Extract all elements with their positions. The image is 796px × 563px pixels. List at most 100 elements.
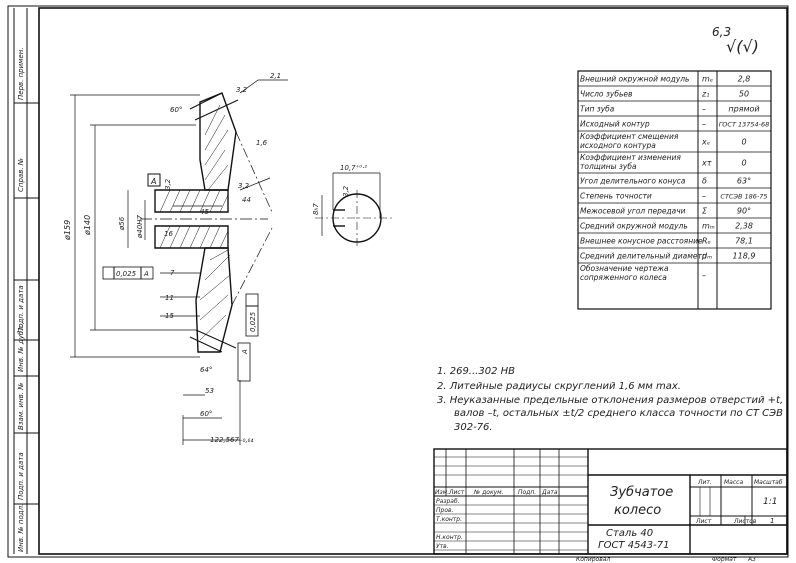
dim-outer: ø159 xyxy=(63,220,72,241)
param-name: Межосевой угол передачи xyxy=(580,207,686,216)
mass-label: Масса xyxy=(724,479,743,486)
dim-hub: ø56 xyxy=(118,216,126,231)
param-value: 0 xyxy=(741,138,746,147)
stamp-label: Подп. и дата xyxy=(17,285,25,333)
dim-21: 2,1 xyxy=(270,72,281,80)
gtol-datum: A xyxy=(143,270,149,278)
param-symbol: dₘ xyxy=(702,252,712,261)
param-name: сопряженного колеса xyxy=(580,273,667,282)
key-depth: 8ₕ7 xyxy=(312,203,320,215)
gear-section: A xyxy=(140,92,273,353)
roughness-symbol: 6,3 √(√) xyxy=(712,25,759,56)
param-symbol: mₘ xyxy=(702,222,715,231)
dim-bore: ø40H7 xyxy=(136,215,144,239)
lit-label: Лит. xyxy=(697,479,712,486)
param-name: Тип зуба xyxy=(580,105,615,114)
param-value: прямой xyxy=(728,105,759,114)
format-label: Формат xyxy=(712,556,737,563)
stamp-label: Перв. примен. xyxy=(17,47,25,100)
col-header-list: Лист xyxy=(448,489,465,496)
part-name: Зубчатое xyxy=(610,485,673,500)
dim-32c: 3,2 xyxy=(164,178,172,190)
dim-44: 44 xyxy=(242,196,251,204)
dim-16r: 1,6 xyxy=(256,139,268,147)
dim-15: 15 xyxy=(165,312,174,320)
dim-16: 16 xyxy=(164,230,173,238)
gtol-value: 0,025 xyxy=(116,270,137,278)
key-width: 10,7⁺⁰·² xyxy=(340,164,367,172)
param-symbol: Rₑ xyxy=(702,237,711,246)
param-symbol: δ xyxy=(702,177,707,186)
roughness-value: 6,3 xyxy=(712,25,731,39)
material-standard: ГОСТ 4543-71 xyxy=(598,540,670,551)
stamp-label: Подп. и дата xyxy=(17,452,25,500)
param-name: Угол делительного конуса xyxy=(580,177,686,186)
stamp-label: Взам. инв. № xyxy=(17,382,25,430)
outer-border xyxy=(7,5,789,558)
dim-11: 11 xyxy=(165,294,174,302)
param-symbol: Σ xyxy=(702,207,708,216)
param-symbol: – xyxy=(702,105,706,114)
roughness-sign: √(√) xyxy=(726,37,759,56)
col-header-doc: № докум. xyxy=(473,489,504,496)
dim-60: 60° xyxy=(200,410,212,418)
param-name: Внешнее конусное расстояние xyxy=(580,237,703,246)
param-name: Коэффициент изменения xyxy=(580,153,681,162)
param-name: Коэффициент смещения xyxy=(580,132,679,141)
technical-notes: 1. 269...302 НВ 2. Литейные радиусы скру… xyxy=(437,366,783,433)
param-value: ГОСТ 13754-68 xyxy=(719,121,770,129)
param-name: Внешний окружной модуль xyxy=(580,75,689,84)
sheet-label: Лист xyxy=(695,518,712,525)
gtol-frame-2: 0,025 xyxy=(245,293,259,337)
param-value: 2,8 xyxy=(738,75,751,84)
param-value: 78,1 xyxy=(735,237,753,246)
note-line: 302-76. xyxy=(454,422,493,433)
param-name: Степень точности xyxy=(580,192,652,201)
dim-angle-64: 64° xyxy=(200,366,212,374)
param-symbol: mₑ xyxy=(702,75,713,84)
role-label: Утв. xyxy=(436,543,449,550)
sheets-value: 1 xyxy=(770,517,774,525)
key-r: 3,2 xyxy=(342,185,350,197)
col-header-izm: Изм. xyxy=(435,489,449,496)
param-name: Исходный контур xyxy=(580,120,650,129)
drawing-frame xyxy=(38,7,788,555)
param-symbol: xτ xyxy=(701,159,712,168)
dim-angle-60: 60° xyxy=(170,106,182,114)
dim-7: 7 xyxy=(170,269,175,277)
dim-32b: 3,2 xyxy=(238,182,250,190)
param-name: исходного контура xyxy=(580,141,656,150)
part-name: колесо xyxy=(614,503,661,518)
note-line: 3. Неуказанные предельные отклонения раз… xyxy=(437,395,783,406)
keyway-section: 10,7⁺⁰·² 8ₕ7 3,2 xyxy=(312,164,392,248)
param-value: СТСЭВ 186-75 xyxy=(720,193,767,201)
scale-value: 1:1 xyxy=(763,497,777,507)
param-value: 50 xyxy=(739,90,749,99)
role-label: Разраб. xyxy=(436,498,460,505)
param-value: 90° xyxy=(737,207,751,216)
side-stamp: Перв. примен. Справ. № Подп. и дата Инв.… xyxy=(13,8,39,554)
stamp-label: Инв. № подл. xyxy=(17,504,25,552)
datum-label: A xyxy=(150,177,156,186)
dimensions xyxy=(70,79,288,445)
col-header-date: Дата xyxy=(541,489,558,496)
gtol-value: 0,025 xyxy=(249,311,257,332)
col-header-sign: Подп. xyxy=(518,489,536,496)
param-symbol: – xyxy=(702,192,706,201)
scale-label: Масштаб xyxy=(754,479,783,486)
role-label: Т.контр. xyxy=(436,516,462,523)
param-symbol: xₑ xyxy=(701,138,710,147)
param-name: Средний окружной модуль xyxy=(580,222,688,231)
format-value: А3 xyxy=(747,556,756,563)
param-symbol: – xyxy=(702,271,706,280)
note-line: 1. 269...302 НВ xyxy=(437,366,515,377)
dimension-labels: ø159 ø140 ø56 ø40H7 16 45 11 15 7 53 60°… xyxy=(63,72,281,444)
param-name: Средний делительный диаметр xyxy=(580,252,707,261)
dim-pitch: ø140 xyxy=(83,215,92,236)
role-label: Пров. xyxy=(436,507,454,514)
param-value: 0 xyxy=(741,159,746,168)
param-symbol: z₁ xyxy=(701,90,709,99)
param-value: 2,38 xyxy=(735,222,753,231)
